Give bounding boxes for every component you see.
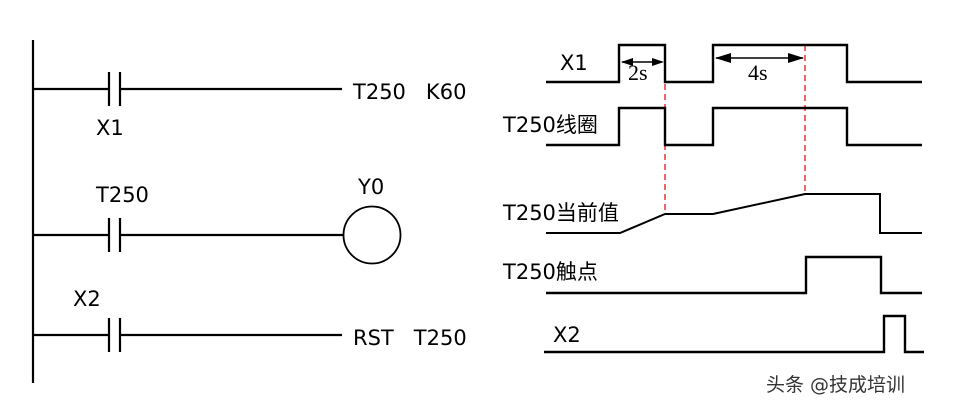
waveform (546, 255, 922, 295)
ladder-diagram: X1 T250 K60 T250 Y0 X2 RST T250 (31, 40, 467, 383)
rung-1: X1 T250 K60 (33, 72, 466, 140)
signal-x1: X1 2s 4s (546, 43, 922, 85)
timer-instruction: T250 K60 (352, 80, 466, 104)
arrow-right-icon (788, 53, 804, 63)
duration-label: 4s (748, 60, 768, 85)
signal-label: X2 (553, 323, 581, 347)
contact-label: T250 (95, 183, 149, 207)
signal-label: T250触点 (502, 260, 598, 284)
waveform (546, 106, 922, 147)
no-contact-icon (107, 318, 122, 352)
signal-label: T250线圈 (502, 113, 598, 137)
contact-label: X2 (73, 287, 101, 311)
no-contact-icon (107, 72, 122, 106)
timing-diagram: X1 2s 4s T250线圈 T250当前值 (502, 43, 924, 354)
rung-3: X2 RST T250 (33, 287, 467, 352)
duration-4s: 4s (715, 53, 804, 85)
waveform (544, 314, 924, 354)
output-coil-icon (342, 205, 402, 265)
reset-instruction: RST T250 (353, 326, 467, 350)
watermark: 头条 @技成培训 (766, 374, 905, 396)
arrow-right-icon (652, 58, 664, 66)
signal-label: X1 (560, 51, 588, 75)
signal-x2: X2 (544, 314, 924, 354)
rung-2: T250 Y0 (33, 175, 402, 265)
signal-label: T250当前值 (502, 201, 619, 225)
duration-label: 2s (628, 60, 648, 85)
signal-t250-current-value: T250当前值 (502, 193, 922, 234)
signal-t250-coil: T250线圈 (502, 106, 922, 147)
contact-label: X1 (96, 116, 124, 140)
coil-label: Y0 (357, 175, 384, 199)
signal-t250-contact: T250触点 (502, 255, 922, 295)
arrow-left-icon (621, 58, 633, 66)
waveform (546, 43, 922, 84)
no-contact-icon (107, 218, 122, 252)
duration-2s: 2s (621, 58, 664, 85)
arrow-left-icon (715, 53, 731, 63)
waveform (546, 193, 922, 234)
